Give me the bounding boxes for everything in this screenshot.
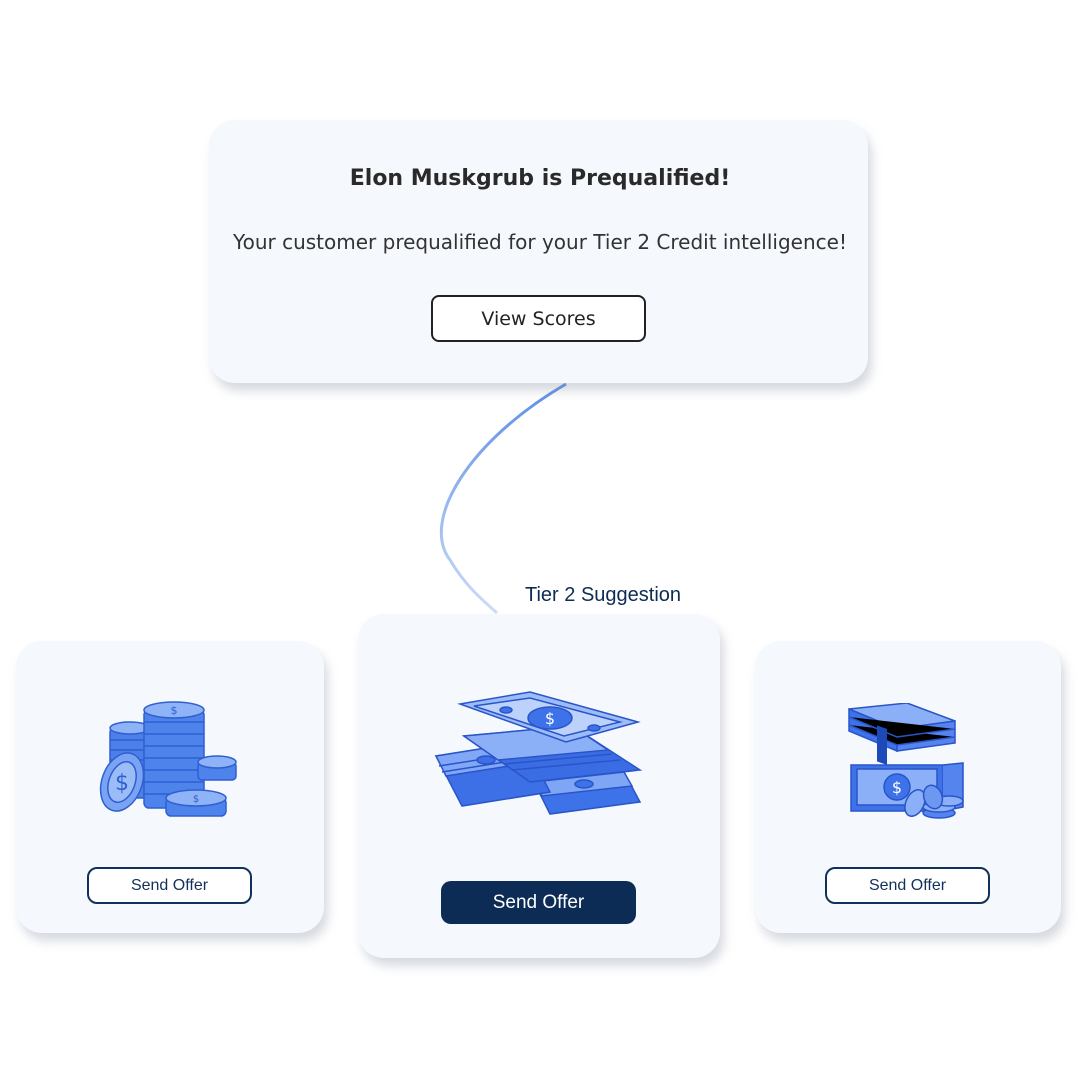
view-scores-button[interactable]: View Scores [431, 295, 646, 342]
svg-text:$: $ [171, 704, 178, 717]
cash-pile-icon: $ [434, 691, 643, 815]
send-offer-button-2[interactable]: Send Offer [441, 881, 636, 924]
send-offer-button-3[interactable]: Send Offer [825, 867, 990, 904]
prequal-title: Elon Muskgrub is Prequalified! [349, 166, 731, 191]
send-offer-button-1[interactable]: Send Offer [87, 867, 252, 904]
coin-stacks-icon: $ $ $ [99, 701, 237, 817]
tier-suggestion-label: Tier 2 Suggestion [525, 584, 682, 606]
prequal-message: Your customer prequalified for your Tier… [233, 230, 847, 254]
svg-text:$: $ [115, 771, 129, 796]
svg-text:$: $ [892, 778, 902, 797]
svg-text:$: $ [193, 794, 199, 805]
cash-stacks-coins-icon: $ [848, 703, 964, 819]
svg-text:$: $ [545, 709, 555, 728]
